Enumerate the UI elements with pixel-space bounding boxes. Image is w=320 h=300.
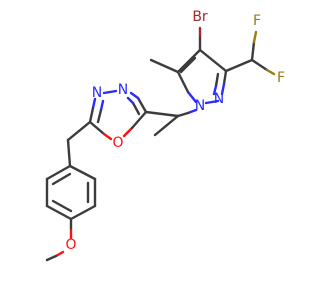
bond-ch-c2-oxadiazole — [144, 110, 180, 118]
bond-n1-n2-pyrazole — [204, 99, 220, 105]
bond-c3-n2-pyrazole-n-side — [220, 82, 226, 96]
bond-c3-chf2 — [224, 58, 254, 73]
bond-ar4-ar5 — [45, 204, 73, 221]
bond-n4-c5-oxadiazole-double — [96, 108, 103, 124]
bond-ch2-aryl — [66, 138, 72, 168]
atom-nitrogen-oxadiazole-3: N — [118, 82, 128, 98]
bond-n3-n4-oxadiazole — [102, 89, 118, 95]
bond-c4-c5-pyrazole — [176, 48, 202, 74]
molecule-structure: Br F F N N N N O O — [45, 9, 285, 262]
bond-n1-ch-c-side — [176, 111, 190, 118]
bond-c3-n2-pyrazole — [222, 69, 228, 86]
bond-chf2-f2 — [250, 58, 269, 72]
bond-layer — [45, 26, 276, 262]
atom-fluorine-1: F — [253, 13, 261, 29]
bond-c3-n2-pyrazole-double — [214, 72, 220, 88]
bond-chf2-f1-f-side — [252, 30, 258, 44]
bond-o-methyl — [45, 254, 58, 262]
atom-nitrogen-pyrazole-2: N — [214, 91, 224, 107]
bond-n1-ch — [186, 108, 198, 115]
bond-chf2-f1 — [250, 40, 256, 62]
bond-ch-methyl — [153, 114, 180, 137]
bond-c5-ch2 — [66, 120, 92, 142]
bond-c4-c5-pyrazole-double — [179, 56, 197, 74]
atom-oxygen-oxadiazole: O — [112, 135, 123, 151]
bond-c5-n1-pyrazole — [176, 70, 190, 94]
bond-c2-n3-oxadiazole-double — [131, 101, 141, 116]
bond-ar3-ar4 — [69, 204, 97, 221]
bond-ar6-ar1-double — [51, 172, 72, 186]
atom-oxygen-methoxy: O — [65, 237, 76, 253]
bond-o-methyl-o-side — [54, 250, 65, 258]
bond-c5-o1-oxadiazole-o-side — [102, 132, 113, 141]
bond-c3-n2-pyrazole-double-n — [212, 84, 218, 96]
bond-o1-c2-oxadiazole-o-side — [122, 126, 134, 138]
bond-o1-c2-oxadiazole — [130, 110, 148, 130]
bond-ar1-ar2 — [68, 164, 97, 181]
atom-nitrogen-pyrazole-1: N — [195, 98, 205, 114]
bond-n4-c5-oxadiazole — [88, 106, 95, 124]
bond-c4-c3-pyrazole — [198, 48, 228, 73]
bond-n4-c5-oxadiazole-double-n — [99, 99, 105, 112]
bond-ar6-ar1 — [45, 164, 72, 181]
bond-c2-n3-oxadiazole-n-side — [129, 91, 140, 100]
atom-bromine: Br — [192, 9, 208, 25]
bond-ar4-ar5-double — [51, 199, 73, 213]
bond-c5-n1-pyrazole-n-side — [186, 90, 198, 104]
bond-chf2-f2-f-side — [265, 68, 276, 76]
bond-c2-n3-oxadiazole — [136, 96, 148, 114]
atom-fluorine-2: F — [277, 70, 285, 86]
atom-label-layer: Br F F N N N N O O — [65, 9, 285, 253]
bond-c5-methyl — [149, 58, 180, 74]
bond-n4-c5-oxadiazole-n-side — [91, 97, 97, 110]
bond-c5-o1-oxadiazole — [88, 120, 106, 136]
atom-nitrogen-oxadiazole-4: N — [92, 85, 102, 101]
bond-c2-n3-oxadiazole-double-n — [126, 96, 135, 105]
